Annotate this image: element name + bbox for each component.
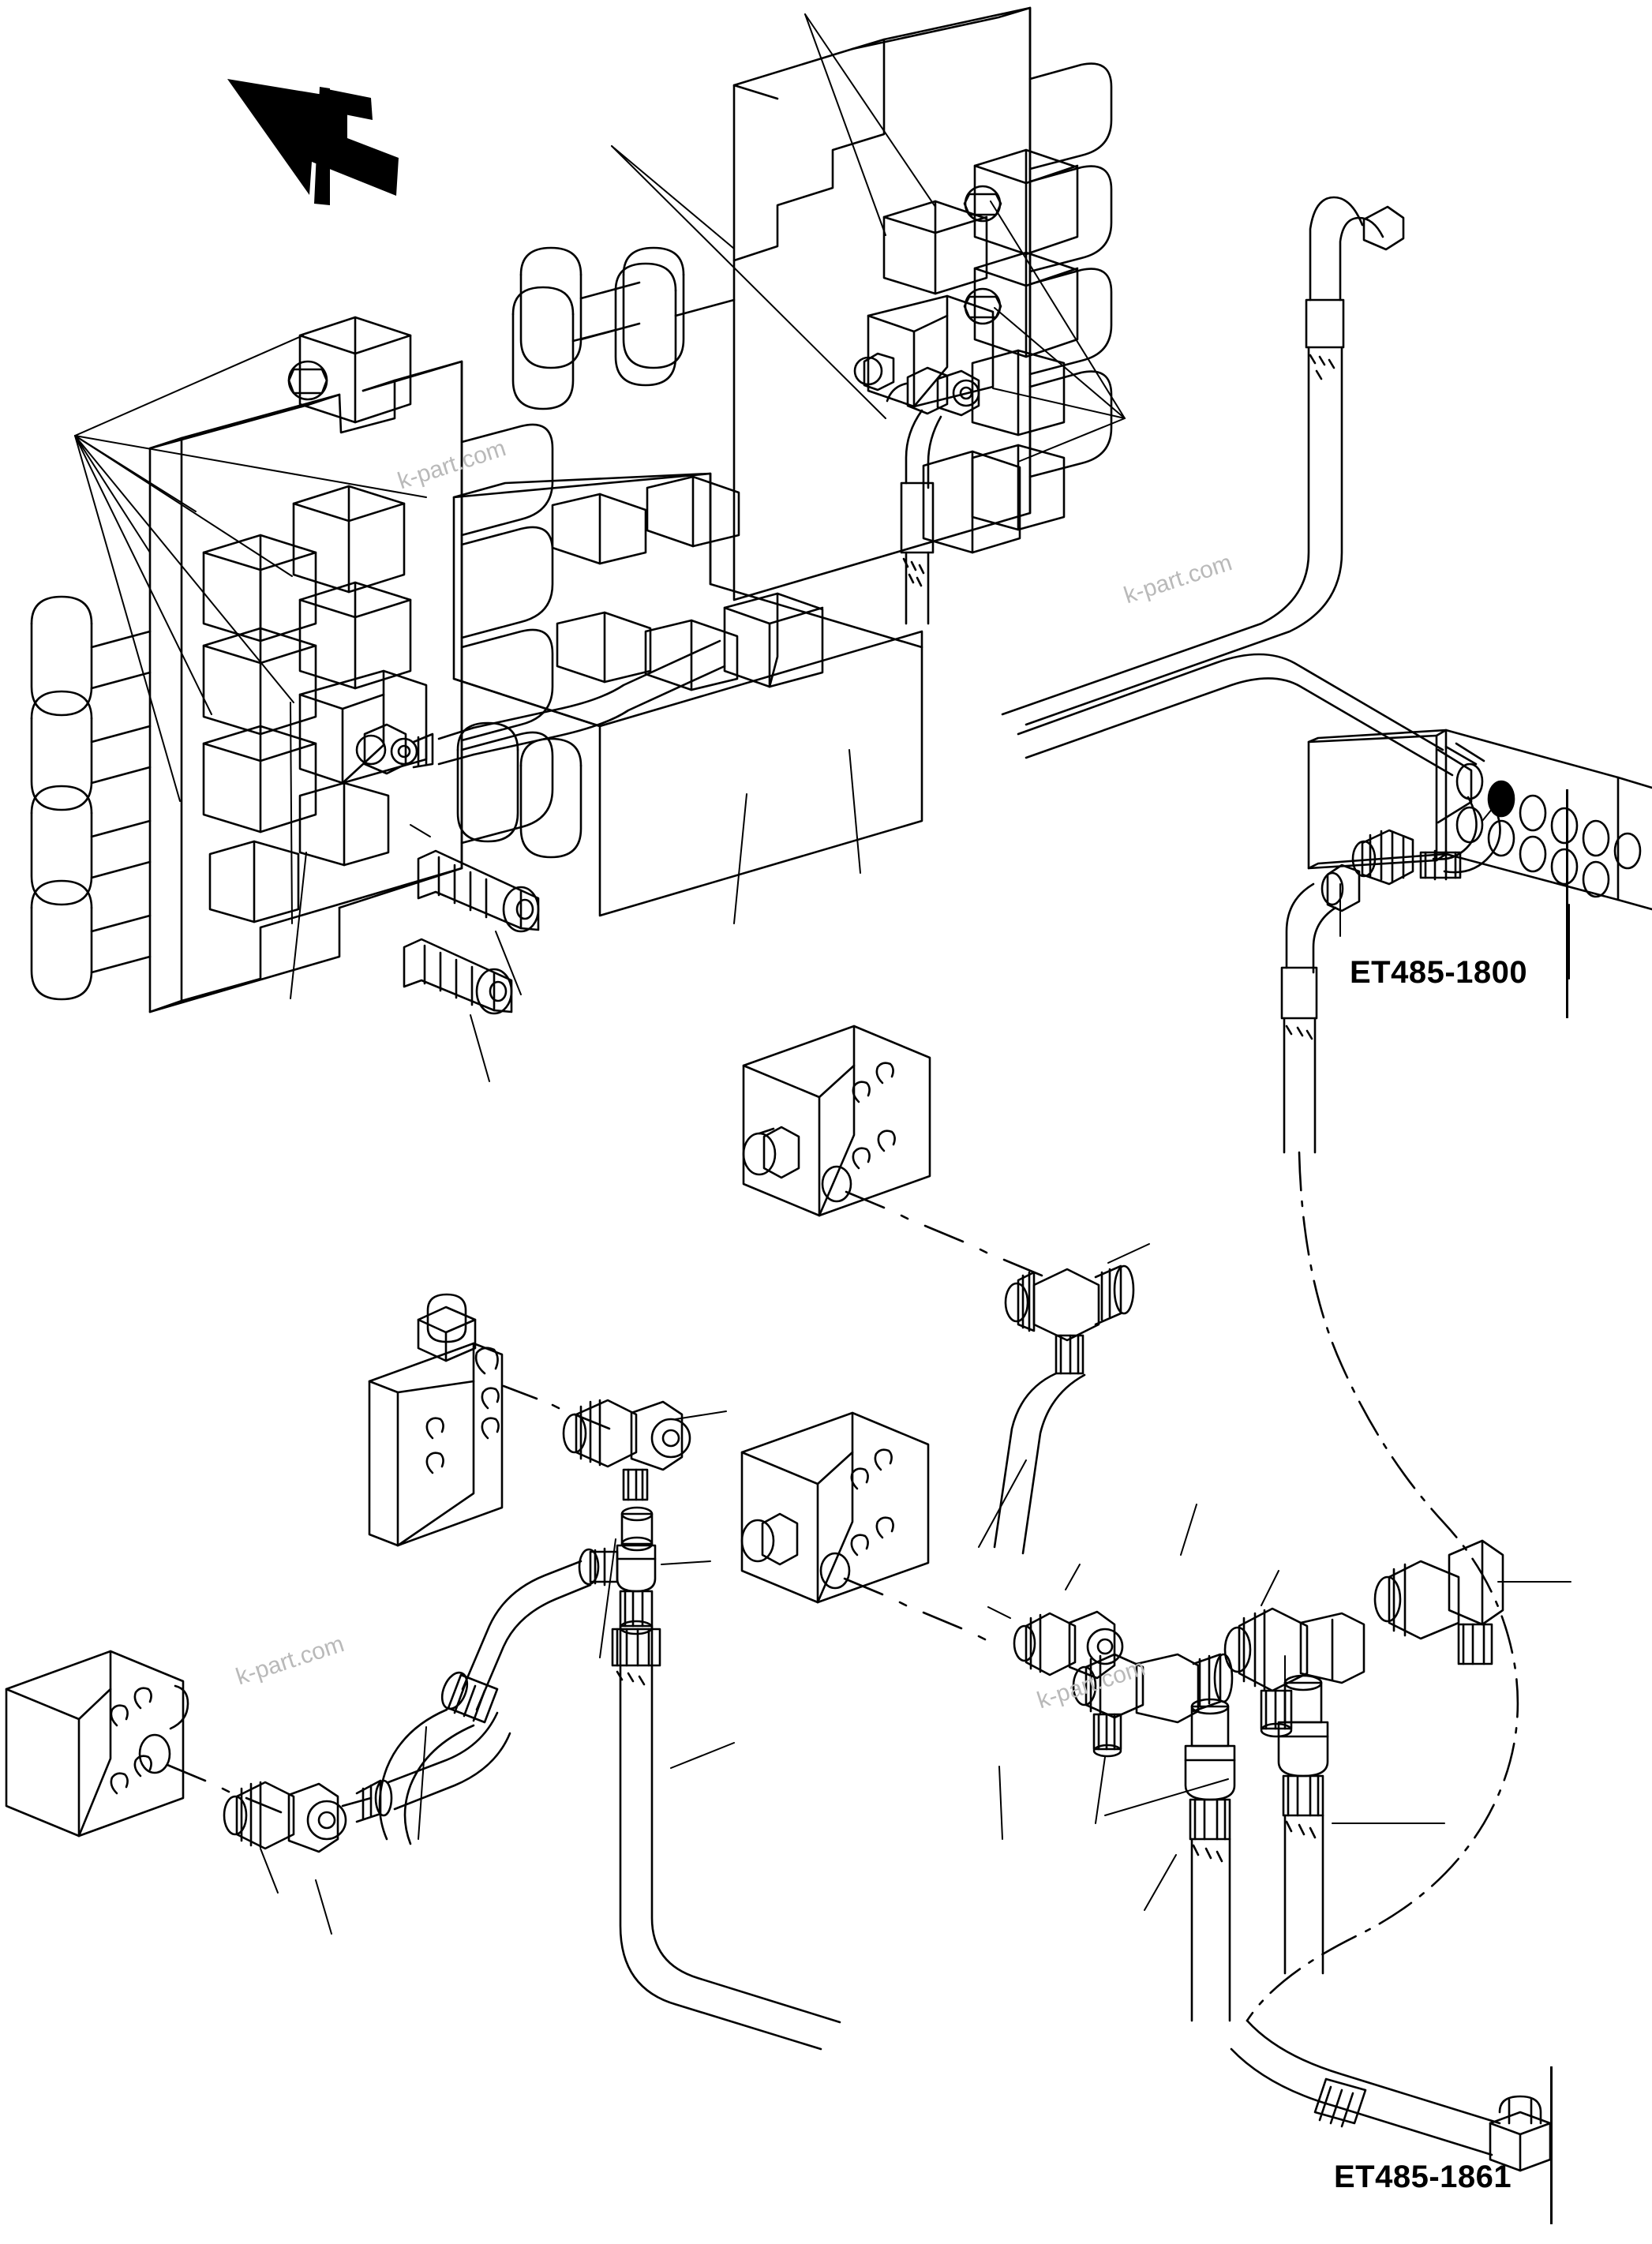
misc-leader-lines (599, 749, 1197, 1840)
socket-head-cap-screw (403, 938, 513, 1082)
upper-right-valve-bank (519, 6, 1126, 625)
plate-cube (551, 493, 647, 565)
solenoid-cube (971, 349, 1066, 436)
callout-et485-1800-bar (1566, 789, 1568, 1018)
solenoid-cube (922, 450, 1021, 554)
callout-et485-1861-bar (1550, 2066, 1553, 2224)
center-valve-body (452, 262, 923, 917)
solenoid-valve-block-b (740, 1411, 987, 1641)
valve-block-with-elbow (853, 294, 995, 417)
solenoid-valve-block-d (5, 1650, 283, 1838)
elbow-fitting-block-d (223, 1711, 511, 1935)
plate-cube (556, 611, 652, 684)
solenoid-cube (298, 581, 412, 690)
center-fitting-block (723, 592, 824, 688)
leader-lines (74, 335, 427, 802)
view-direction-arrow (227, 79, 399, 196)
callout-et485-1800: ET485-1800 (1350, 955, 1569, 1001)
tee-fitting-upper (993, 1243, 1150, 1555)
solenoid-cube (292, 485, 406, 594)
solenoid-cube-hex (287, 316, 412, 424)
solenoid-cube-hex (963, 148, 1079, 256)
plate-cube (646, 475, 740, 548)
bottom-right-hose (1230, 2019, 1552, 2172)
solenoid-valve-block-a (742, 1025, 1043, 1277)
leader-lines (611, 13, 1126, 463)
socket-head-cap-screw (410, 824, 540, 995)
upper-left-valve-bank (30, 316, 554, 1013)
callout-et485-1861-text: ET485-1861 (1334, 2160, 1512, 2194)
solenoid-cube-hex (963, 251, 1079, 358)
solenoid-cube (208, 840, 300, 923)
mounting-bracket-plate (1280, 729, 1652, 1154)
solenoid-cube (202, 534, 317, 642)
lower-right-fitting-cluster (987, 1539, 1571, 2022)
solenoid-cube (882, 200, 988, 295)
solenoid-valve-block-c (368, 1293, 611, 1547)
solenoid-cube (202, 725, 317, 834)
solenoid-cube (298, 781, 390, 867)
hose-upper-right (1001, 196, 1501, 881)
left-block-hose-fitting (355, 723, 475, 775)
dash-dot-route (1246, 1151, 1519, 2022)
view-marker-letter-F (314, 87, 373, 205)
callout-et485-1800-text: ET485-1800 (1350, 955, 1528, 990)
callout-et485-1861: ET485-1861 (1334, 2160, 1553, 2205)
